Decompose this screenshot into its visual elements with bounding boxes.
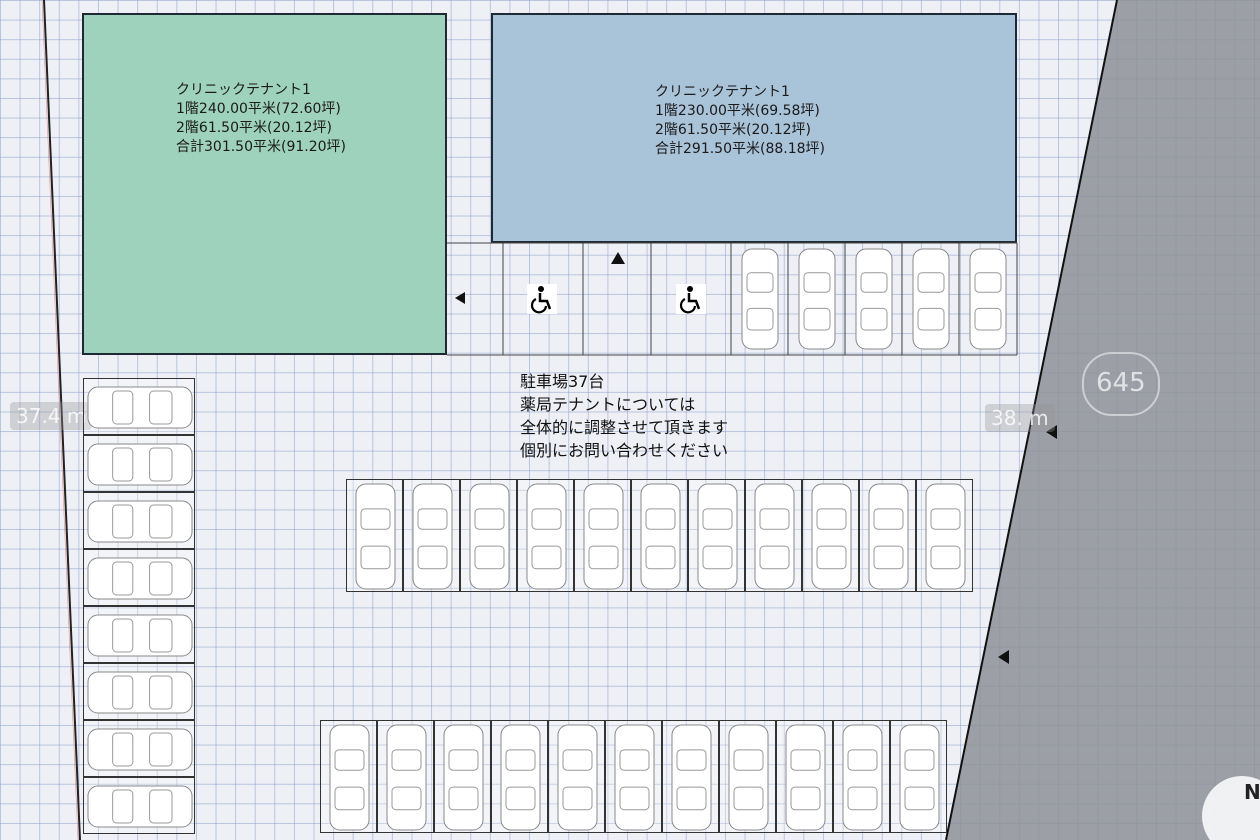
parking-count: 駐車場37台	[520, 372, 605, 391]
parking-slot	[83, 777, 195, 834]
car-icon	[728, 724, 769, 831]
car-icon	[443, 724, 484, 831]
parking-slot	[631, 479, 688, 592]
car-icon	[754, 483, 795, 590]
tenant-area-2: クリニックテナント1 1階230.00平米(69.58坪) 2階61.50平米(…	[491, 13, 1017, 243]
tenant-2-title: クリニックテナント1	[655, 84, 790, 100]
car-icon	[798, 248, 836, 350]
parking-slot	[961, 245, 1015, 353]
car-icon	[87, 728, 193, 771]
car-icon	[87, 614, 193, 657]
parking-slot	[434, 720, 491, 833]
car-icon	[87, 557, 193, 600]
parking-slot	[790, 245, 844, 353]
car-icon	[614, 724, 655, 831]
parking-slot	[491, 720, 548, 833]
parking-slot	[859, 479, 916, 592]
parking-slot	[83, 549, 195, 606]
car-icon	[87, 500, 193, 543]
parking-slot	[83, 663, 195, 720]
parking-slot	[574, 479, 631, 592]
parking-slot	[377, 720, 434, 833]
parking-slot	[83, 378, 195, 435]
car-icon	[412, 483, 453, 590]
parking-slot	[745, 479, 802, 592]
parking-slot	[733, 245, 787, 353]
wheelchair-icon	[527, 284, 557, 314]
road-number-sign: 645	[1082, 352, 1160, 416]
parking-slot	[605, 720, 662, 833]
parking-slot	[83, 720, 195, 777]
parking-slot	[890, 720, 947, 833]
parking-slot	[83, 492, 195, 549]
car-icon	[640, 483, 681, 590]
parking-slot	[719, 720, 776, 833]
tenant-2-floor2: 2階61.50平米(20.12坪)	[655, 122, 811, 138]
wheelchair-icon	[676, 284, 706, 314]
car-icon	[969, 248, 1007, 350]
parking-slot	[833, 720, 890, 833]
car-icon	[899, 724, 940, 831]
tenant-area-1: クリニックテナント1 1階240.00平米(72.60坪) 2階61.50平米(…	[82, 13, 447, 355]
car-icon	[87, 443, 193, 486]
tenant-1-title: クリニックテナント1	[176, 82, 311, 98]
distance-label-left: 37.4 m	[10, 402, 93, 430]
road-number: 645	[1096, 368, 1146, 398]
car-icon	[526, 483, 567, 590]
direction-arrow-icon	[455, 292, 465, 304]
direction-arrow-icon	[611, 252, 625, 264]
car-icon	[500, 724, 541, 831]
car-icon	[329, 724, 370, 831]
parking-slot	[904, 245, 958, 353]
direction-arrow-icon	[1046, 425, 1057, 439]
car-icon	[811, 483, 852, 590]
parking-slot	[847, 245, 901, 353]
car-icon	[697, 483, 738, 590]
car-icon	[355, 483, 396, 590]
car-icon	[87, 671, 193, 714]
car-icon	[557, 724, 598, 831]
car-icon	[671, 724, 712, 831]
tenant-2-total: 合計291.50平米(88.18坪)	[655, 141, 825, 157]
parking-note-line3: 全体的に調整させて頂きます	[520, 418, 729, 437]
distance-label-right: 38. m	[985, 404, 1055, 432]
compass-north-label: N	[1244, 780, 1260, 804]
parking-slot	[548, 720, 605, 833]
parking-note-line2: 薬局テナントについては	[520, 395, 696, 414]
parking-slot	[688, 479, 745, 592]
tenant-1-floor1: 1階240.00平米(72.60坪)	[176, 101, 341, 117]
car-icon	[87, 386, 193, 429]
car-icon	[469, 483, 510, 590]
direction-arrow-icon	[998, 650, 1009, 664]
car-icon	[87, 785, 193, 828]
car-icon	[912, 248, 950, 350]
parking-note: 駐車場37台 薬局テナントについては 全体的に調整させて頂きます 個別にお問い合…	[520, 370, 728, 462]
parking-slot	[916, 479, 973, 592]
parking-note-line4: 個別にお問い合わせください	[520, 441, 729, 460]
parking-slot	[83, 435, 195, 492]
parking-slot	[403, 479, 460, 592]
parking-slot	[802, 479, 859, 592]
parking-slot	[662, 720, 719, 833]
parking-slot	[83, 606, 195, 663]
car-icon	[842, 724, 883, 831]
car-icon	[785, 724, 826, 831]
compass: N	[1202, 776, 1260, 840]
parking-slot	[460, 479, 517, 592]
car-icon	[583, 483, 624, 590]
parking-slot	[517, 479, 574, 592]
tenant-1-total: 合計301.50平米(91.20坪)	[176, 139, 346, 155]
parking-slot	[320, 720, 377, 833]
car-icon	[741, 248, 779, 350]
car-icon	[868, 483, 909, 590]
car-icon	[925, 483, 966, 590]
tenant-2-floor1: 1階230.00平米(69.58坪)	[655, 103, 820, 119]
parking-slot	[776, 720, 833, 833]
tenant-1-floor2: 2階61.50平米(20.12坪)	[176, 120, 332, 136]
parking-slot	[346, 479, 403, 592]
car-icon	[386, 724, 427, 831]
car-icon	[855, 248, 893, 350]
